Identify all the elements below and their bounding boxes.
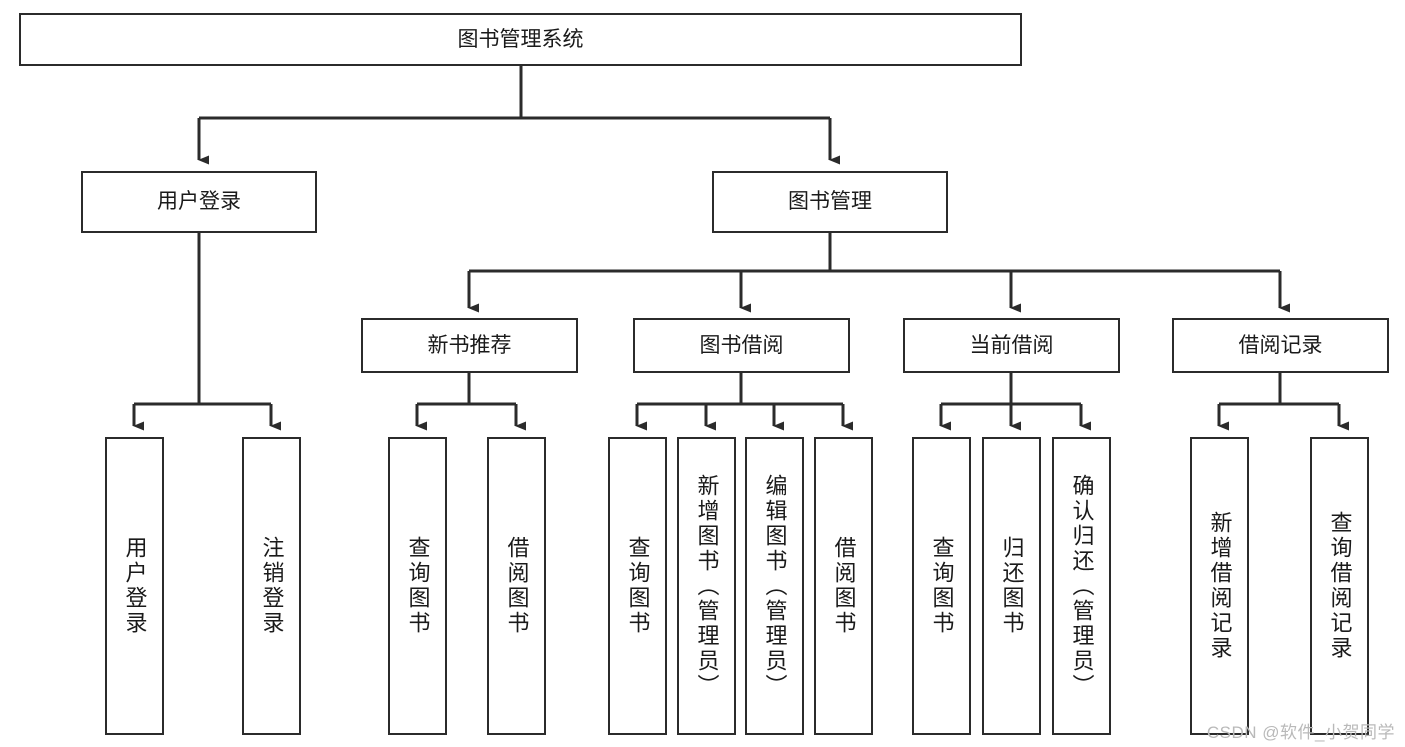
node-book-borrow-label: 图书借阅 bbox=[699, 333, 784, 357]
node-leaf-add-borrow-record[interactable]: 新增借阅记录 bbox=[1190, 437, 1249, 735]
node-root[interactable]: 图书管理系统 bbox=[19, 13, 1022, 66]
node-leaf-user-login-label: 用户登录 bbox=[122, 536, 148, 636]
node-leaf-borrow-book-recommend-label: 借阅图书 bbox=[504, 536, 530, 636]
node-user-login[interactable]: 用户登录 bbox=[81, 171, 317, 233]
node-leaf-add-borrow-record-label: 新增借阅记录 bbox=[1207, 511, 1233, 661]
node-leaf-add-book-admin[interactable]: 新增图书（管理员） bbox=[677, 437, 736, 735]
node-leaf-query-book-borrow-label: 查询图书 bbox=[625, 536, 651, 636]
node-leaf-borrow-book[interactable]: 借阅图书 bbox=[814, 437, 873, 735]
node-leaf-user-login[interactable]: 用户登录 bbox=[105, 437, 164, 735]
node-leaf-edit-book-admin-label: 编辑图书（管理员） bbox=[762, 473, 788, 699]
node-leaf-logout-label: 注销登录 bbox=[259, 536, 285, 636]
node-leaf-query-borrow-record-label: 查询借阅记录 bbox=[1327, 511, 1353, 661]
node-leaf-query-borrow-record[interactable]: 查询借阅记录 bbox=[1310, 437, 1369, 735]
node-leaf-add-book-admin-label: 新增图书（管理员） bbox=[694, 473, 720, 699]
node-new-book-recommend[interactable]: 新书推荐 bbox=[361, 318, 578, 373]
node-leaf-return-book-label: 归还图书 bbox=[999, 536, 1025, 636]
node-current-borrow[interactable]: 当前借阅 bbox=[903, 318, 1120, 373]
node-book-manage[interactable]: 图书管理 bbox=[712, 171, 948, 233]
node-leaf-query-book-current[interactable]: 查询图书 bbox=[912, 437, 971, 735]
node-user-login-label: 用户登录 bbox=[157, 190, 241, 214]
node-leaf-query-book-current-label: 查询图书 bbox=[929, 536, 955, 636]
node-leaf-confirm-return-admin-label: 确认归还（管理员） bbox=[1069, 473, 1095, 699]
node-book-manage-label: 图书管理 bbox=[788, 190, 872, 214]
csdn-watermark: CSDN @软件_小贺同学 bbox=[1206, 723, 1395, 742]
node-current-borrow-label: 当前借阅 bbox=[969, 333, 1054, 357]
node-leaf-confirm-return-admin[interactable]: 确认归还（管理员） bbox=[1052, 437, 1111, 735]
node-leaf-query-book-recommend[interactable]: 查询图书 bbox=[388, 437, 447, 735]
node-leaf-query-book-borrow[interactable]: 查询图书 bbox=[608, 437, 667, 735]
node-new-book-recommend-label: 新书推荐 bbox=[427, 333, 512, 357]
node-root-label: 图书管理系统 bbox=[457, 27, 584, 51]
node-leaf-logout[interactable]: 注销登录 bbox=[242, 437, 301, 735]
node-borrow-record-label: 借阅记录 bbox=[1238, 333, 1323, 357]
node-borrow-record[interactable]: 借阅记录 bbox=[1172, 318, 1389, 373]
node-leaf-query-book-recommend-label: 查询图书 bbox=[405, 536, 431, 636]
node-book-borrow[interactable]: 图书借阅 bbox=[633, 318, 850, 373]
node-leaf-edit-book-admin[interactable]: 编辑图书（管理员） bbox=[745, 437, 804, 735]
node-leaf-return-book[interactable]: 归还图书 bbox=[982, 437, 1041, 735]
node-leaf-borrow-book-recommend[interactable]: 借阅图书 bbox=[487, 437, 546, 735]
node-leaf-borrow-book-label: 借阅图书 bbox=[831, 536, 857, 636]
